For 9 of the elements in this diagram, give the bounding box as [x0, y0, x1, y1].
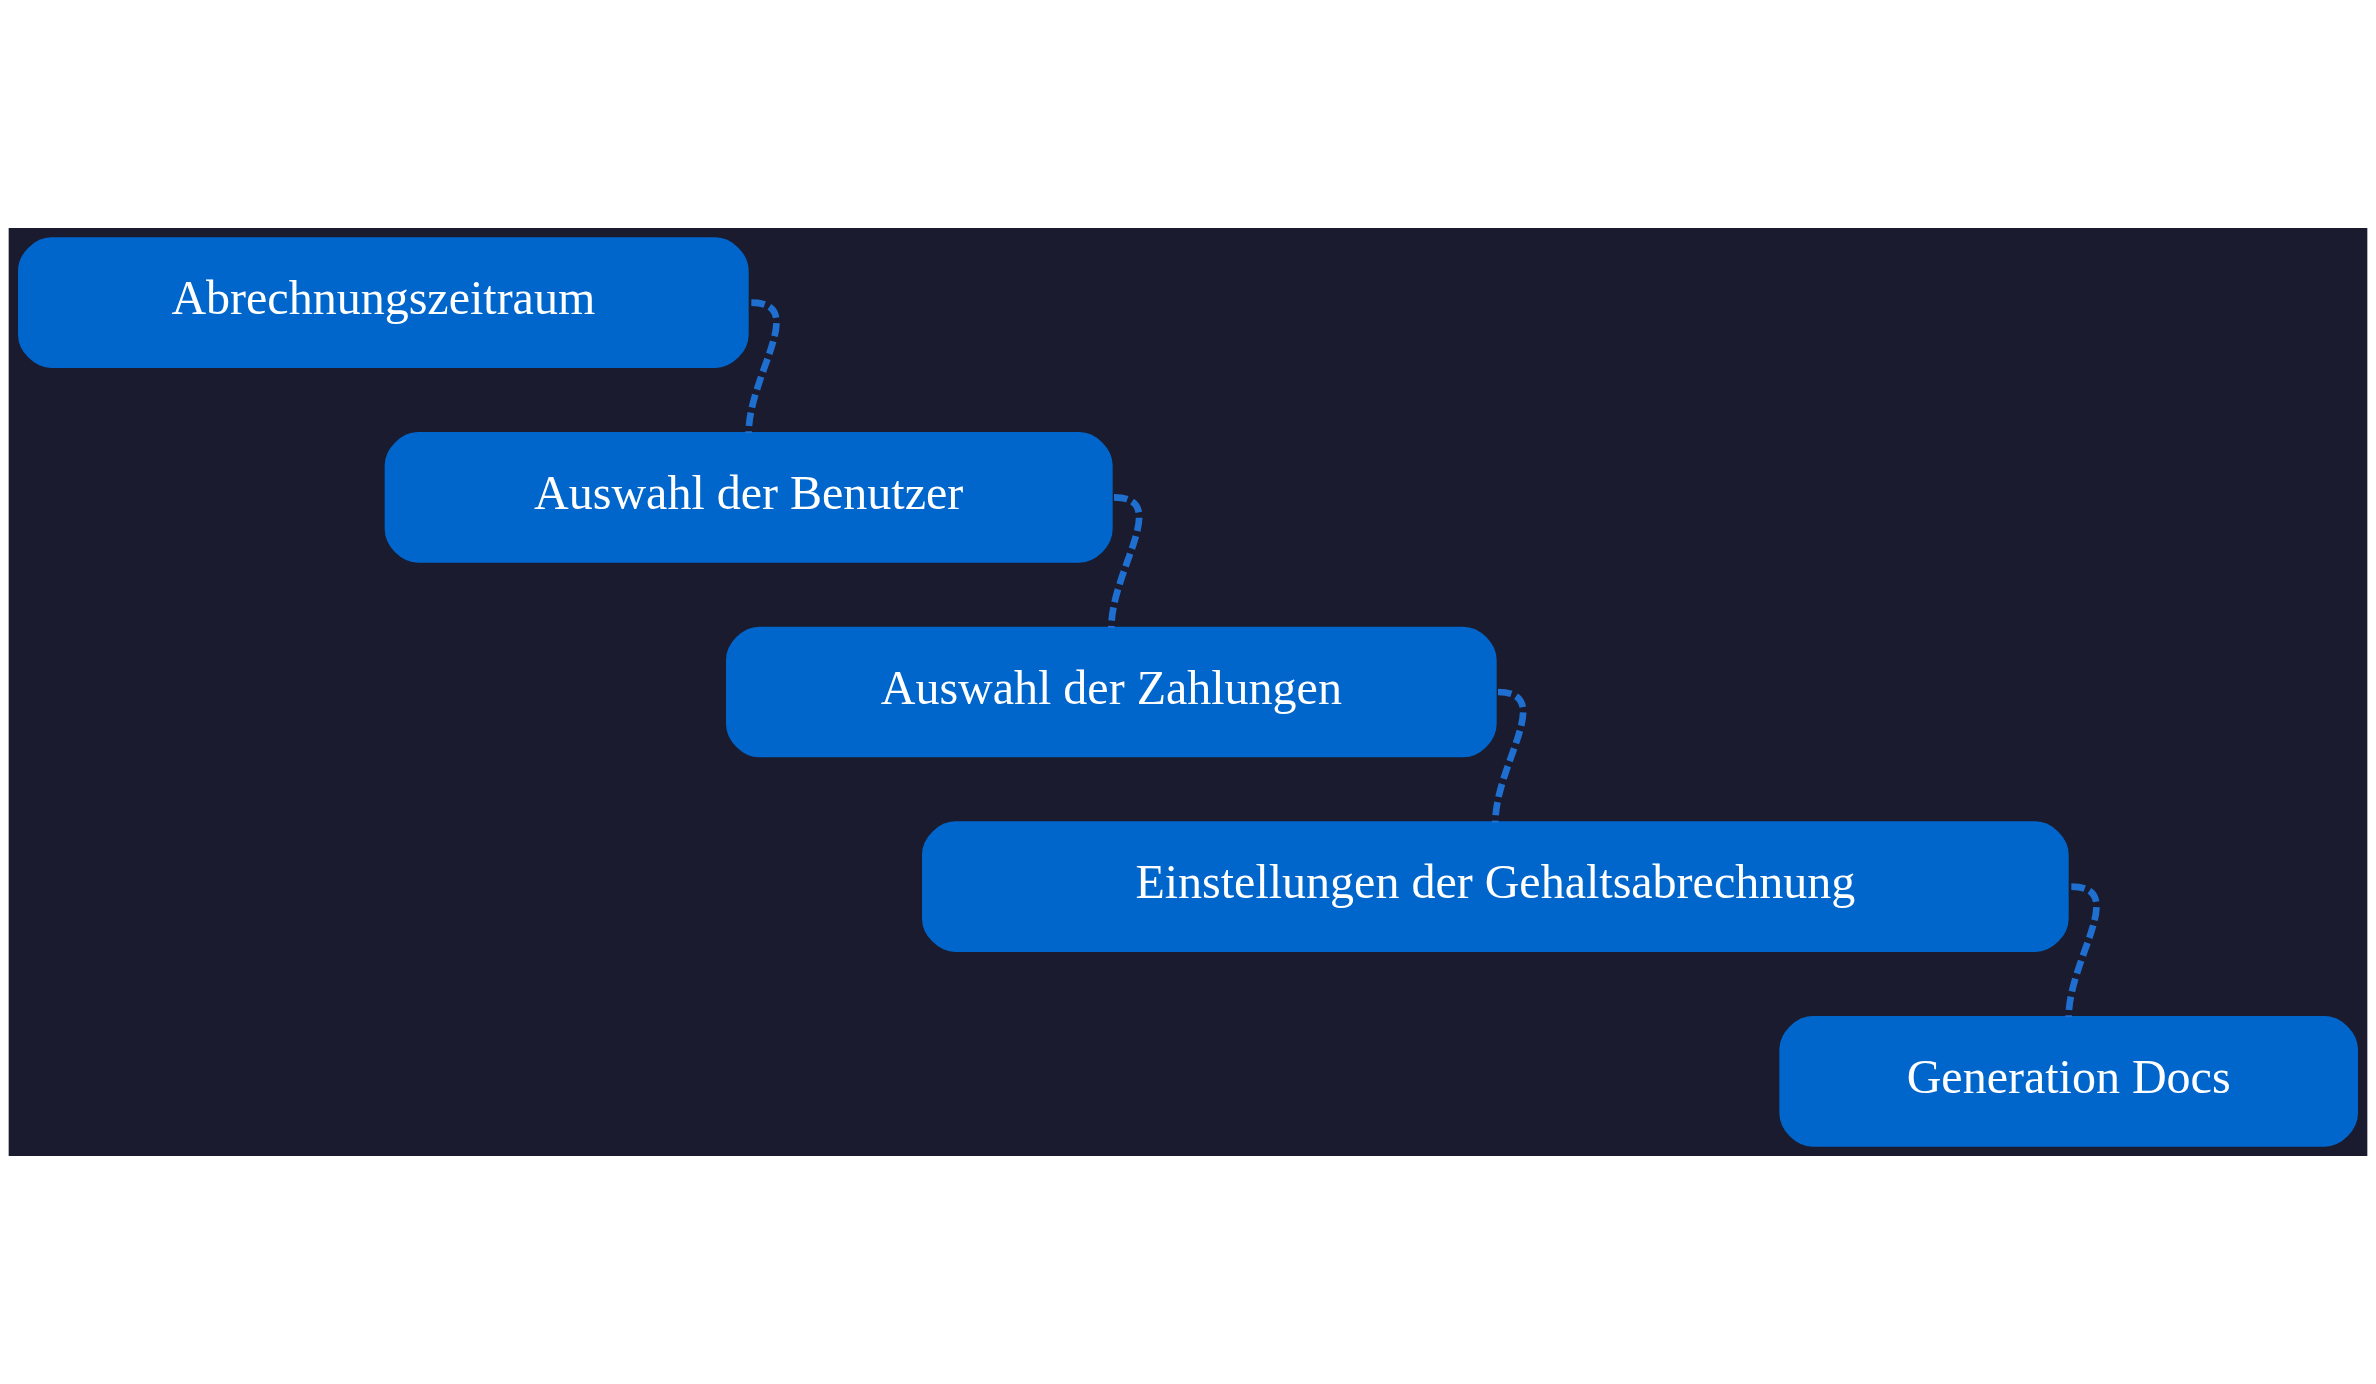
- connector: [1108, 494, 1143, 629]
- node-box: Einstellungen der Gehaltsabrechnung: [922, 821, 2069, 952]
- connector: [2065, 883, 2100, 1018]
- node-box: Auswahl der Benutzer: [384, 432, 1113, 563]
- node-box: Generation Docs: [1779, 1016, 2358, 1147]
- connector: [1492, 688, 1527, 823]
- node-box: Abrechnungszeitraum: [18, 237, 749, 368]
- connector: [745, 299, 780, 434]
- node-box: Auswahl der Zahlungen: [726, 626, 1497, 758]
